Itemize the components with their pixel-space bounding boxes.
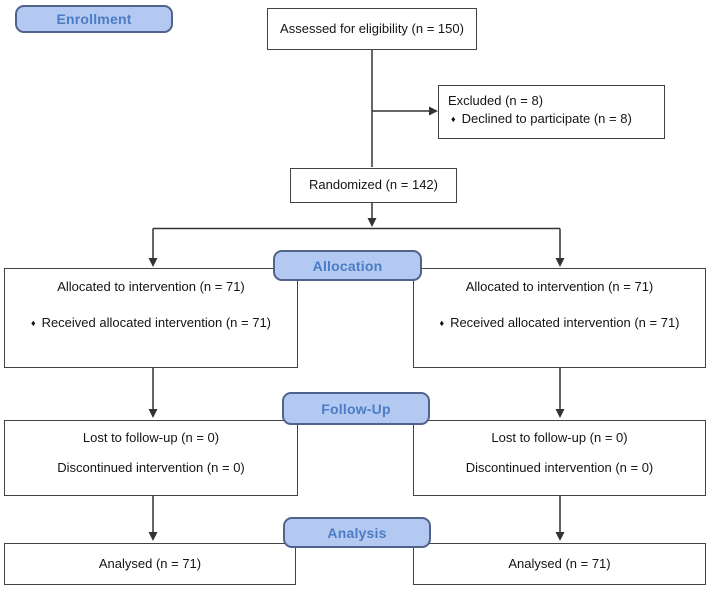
arrowhead-fu-left — [148, 409, 158, 418]
assessed-eligibility-box: Assessed for eligibility (n = 150) — [267, 8, 477, 50]
randomized-text: Randomized (n = 142) — [309, 177, 438, 193]
flow-lines — [152, 50, 561, 532]
stage-label-followup-text: Follow-Up — [321, 400, 391, 417]
followup-left-box: Lost to follow-up (n = 0) Discontinued i… — [4, 420, 298, 496]
excluded-bullet-text: Declined to participate (n = 8) — [461, 111, 632, 127]
excluded-box: Excluded (n = 8) ♦ Declined to participat… — [438, 85, 665, 139]
allocation-left-content: Allocated to intervention (n = 71) ♦ Rece… — [5, 269, 297, 332]
allocation-left-bullet-line: ♦ Received allocated intervention (n = 71… — [31, 315, 271, 331]
allocation-left-bullet-text: Received allocated intervention (n = 71) — [41, 315, 272, 331]
followup-left-content: Lost to follow-up (n = 0) Discontinued i… — [5, 421, 297, 477]
arrowheads — [148, 106, 565, 541]
stage-label-followup: Follow-Up — [282, 392, 430, 425]
stage-label-allocation-text: Allocation — [312, 257, 383, 274]
excluded-bullet-line: ♦ Declined to participate (n = 8) — [448, 111, 658, 127]
allocation-right-bullet-line: ♦ Received allocated intervention (n = 71… — [439, 315, 679, 331]
excluded-title: Excluded (n = 8) — [448, 93, 544, 108]
followup-right-box: Lost to follow-up (n = 0) Discontinued i… — [413, 420, 706, 496]
allocation-left-box: Allocated to intervention (n = 71) ♦ Rece… — [4, 268, 298, 368]
stage-label-analysis: Analysis — [283, 517, 431, 548]
diamond-bullet-icon: ♦ — [451, 114, 456, 125]
allocation-left-title: Allocated to intervention (n = 71) — [57, 279, 245, 294]
analysis-left-text: Analysed (n = 71) — [98, 555, 202, 571]
assessed-eligibility-text: Assessed for eligibility (n = 150) — [280, 20, 464, 36]
arrowhead-excluded — [429, 106, 438, 116]
analysis-right-box: Analysed (n = 71) — [413, 543, 706, 585]
followup-right-line1: Lost to follow-up (n = 0) — [491, 430, 628, 445]
analysis-right-text: Analysed (n = 71) — [508, 555, 611, 571]
stage-label-analysis-text: Analysis — [327, 524, 387, 541]
stage-label-enrollment-text: Enrollment — [56, 11, 132, 27]
arrowhead-an-right — [555, 532, 565, 541]
randomized-box: Randomized (n = 142) — [290, 168, 457, 203]
followup-left-line1: Lost to follow-up (n = 0) — [82, 430, 220, 445]
arrowhead-split — [367, 218, 377, 227]
arrowhead-alloc-right — [555, 258, 565, 267]
allocation-right-bullet-text: Received allocated intervention (n = 71) — [450, 315, 680, 331]
stage-label-enrollment: Enrollment — [15, 5, 173, 33]
diamond-bullet-icon: ♦ — [439, 318, 445, 329]
stage-label-allocation: Allocation — [273, 250, 422, 281]
allocation-right-content: Allocated to intervention (n = 71) ♦ Rece… — [414, 269, 705, 332]
followup-left-line2: Discontinued intervention (n = 0) — [57, 460, 245, 476]
followup-right-content: Lost to follow-up (n = 0) Discontinued i… — [414, 421, 705, 477]
arrowhead-fu-right — [555, 409, 565, 418]
followup-right-line2: Discontinued intervention (n = 0) — [465, 460, 654, 476]
arrowhead-an-left — [148, 532, 158, 541]
allocation-right-title: Allocated to intervention (n = 71) — [465, 279, 654, 294]
analysis-left-box: Analysed (n = 71) — [4, 543, 296, 585]
allocation-right-box: Allocated to intervention (n = 71) ♦ Rece… — [413, 268, 706, 368]
diamond-bullet-icon: ♦ — [30, 318, 36, 329]
arrowhead-alloc-left — [148, 258, 158, 267]
